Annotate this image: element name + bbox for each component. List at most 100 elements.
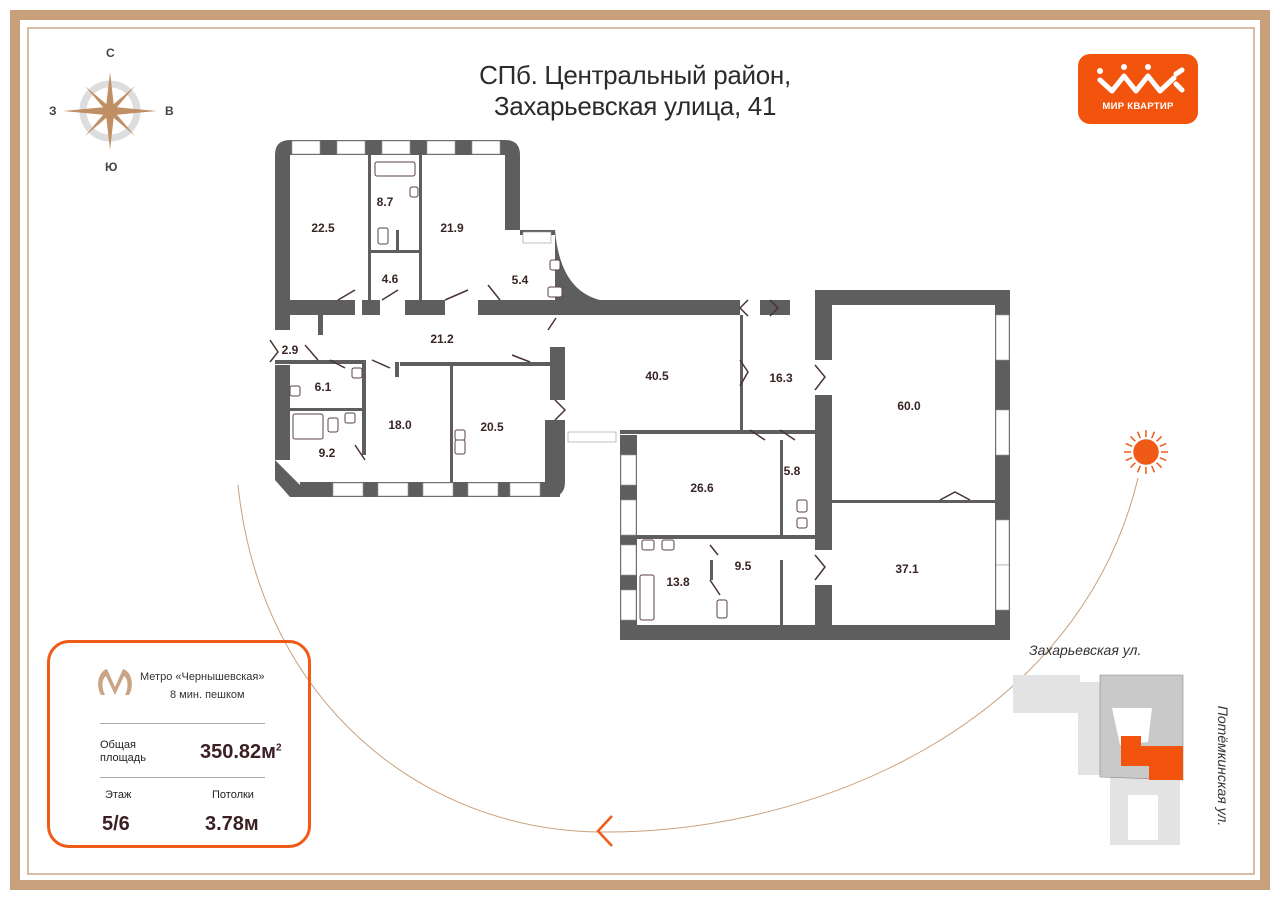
- wall: [815, 290, 1010, 305]
- window: [467, 482, 499, 497]
- sanitary-fixture-icon: [377, 227, 389, 245]
- sanitary-fixture-icon: [549, 259, 561, 271]
- window: [995, 409, 1010, 456]
- wall: [780, 560, 783, 625]
- metro-station: Метро «Чернышевская»: [140, 671, 265, 683]
- area-unit-sup: 2: [275, 742, 282, 754]
- door: [554, 399, 567, 421]
- area-label-2: площадь: [100, 752, 146, 764]
- wall: [780, 440, 783, 535]
- sanitary-fixture-icon: [796, 499, 808, 513]
- sanitary-fixture-icon: [796, 517, 808, 529]
- room-area-label: 16.3: [769, 371, 793, 385]
- room-area-label: 60.0: [897, 399, 921, 413]
- window: [995, 564, 1010, 611]
- wall: [362, 300, 380, 315]
- window: [620, 544, 637, 576]
- wall: [275, 360, 365, 364]
- wall: [371, 250, 419, 253]
- door: [814, 364, 826, 391]
- area-label-1: Общая: [100, 739, 136, 751]
- wall: [290, 408, 365, 411]
- door: [381, 289, 399, 301]
- info-card: Метро «Чернышевская» 8 мин. пешком Общая…: [47, 640, 311, 848]
- sanitary-fixture-icon: [374, 161, 416, 177]
- sanitary-fixture-icon: [289, 385, 301, 397]
- wall: [318, 315, 323, 335]
- outer-frame: [10, 10, 1270, 890]
- metro-logo-icon: [98, 669, 132, 695]
- window: [620, 499, 637, 536]
- door: [444, 289, 469, 301]
- wall: [710, 560, 713, 580]
- sanitary-fixture-icon: [327, 417, 339, 433]
- room-area-label: 22.5: [311, 221, 335, 235]
- wall: [396, 230, 399, 250]
- wall: [275, 460, 300, 497]
- door: [749, 429, 796, 441]
- logo-mark-icon: [1097, 64, 1185, 94]
- compass-north: С: [106, 46, 115, 60]
- sanitary-fixture-icon: [716, 599, 728, 619]
- wall: [275, 365, 290, 460]
- room-area-label: 8.7: [376, 195, 394, 209]
- wall: [620, 625, 1010, 640]
- room-area-label: 9.2: [318, 446, 336, 460]
- wall: [550, 347, 565, 400]
- door: [547, 317, 557, 331]
- wall: [815, 305, 832, 360]
- window: [620, 589, 637, 621]
- door: [371, 359, 391, 369]
- wall: [555, 230, 600, 315]
- window: [471, 140, 501, 155]
- door: [709, 579, 721, 596]
- wall: [815, 585, 832, 625]
- floor-label: Этаж: [105, 789, 132, 801]
- sanitary-fixture-icon: [639, 574, 655, 621]
- door: [814, 554, 826, 581]
- room-area-label: 13.8: [666, 575, 690, 589]
- room-area-label: 40.5: [645, 369, 669, 383]
- room-area-label: 6.1: [314, 380, 332, 394]
- sanitary-fixture-icon: [344, 412, 356, 424]
- door: [739, 359, 749, 387]
- room-area-label: 4.6: [381, 272, 399, 286]
- wall: [368, 155, 371, 300]
- room-area-label: 21.9: [440, 221, 464, 235]
- window: [426, 140, 456, 155]
- door: [709, 544, 719, 556]
- sanitary-fixture-icon: [454, 429, 466, 441]
- door: [354, 444, 366, 461]
- ceiling-label: Потолки: [212, 789, 254, 801]
- window: [332, 482, 364, 497]
- sanitary-fixture-icon: [547, 286, 563, 298]
- room-area-label: 26.6: [690, 481, 714, 495]
- room-area-label: 9.5: [734, 559, 752, 573]
- title-line-2: Захарьевская улица, 41: [493, 91, 777, 121]
- wall: [419, 155, 422, 300]
- wall: [400, 362, 550, 366]
- window: [381, 140, 411, 155]
- door: [337, 289, 356, 301]
- sanitary-fixture-icon: [641, 539, 655, 551]
- door: [939, 491, 971, 501]
- window: [567, 431, 617, 443]
- window: [522, 231, 552, 244]
- wall: [620, 430, 815, 434]
- door: [738, 299, 780, 317]
- sanitary-fixture-icon: [661, 539, 675, 551]
- window: [291, 140, 321, 155]
- metro-walk-time: 8 мин. пешком: [170, 689, 245, 701]
- compass-east: В: [165, 104, 174, 118]
- room-area-label: 5.8: [783, 464, 801, 478]
- room-area-label: 21.2: [430, 332, 454, 346]
- compass-west: З: [49, 104, 57, 118]
- inner-frame: [27, 27, 1255, 875]
- brand-logo: МИР КВАРТИР: [1078, 54, 1198, 124]
- window: [377, 482, 409, 497]
- street-side-label: Потёмкинская ул.: [1215, 705, 1231, 827]
- wall: [620, 435, 637, 640]
